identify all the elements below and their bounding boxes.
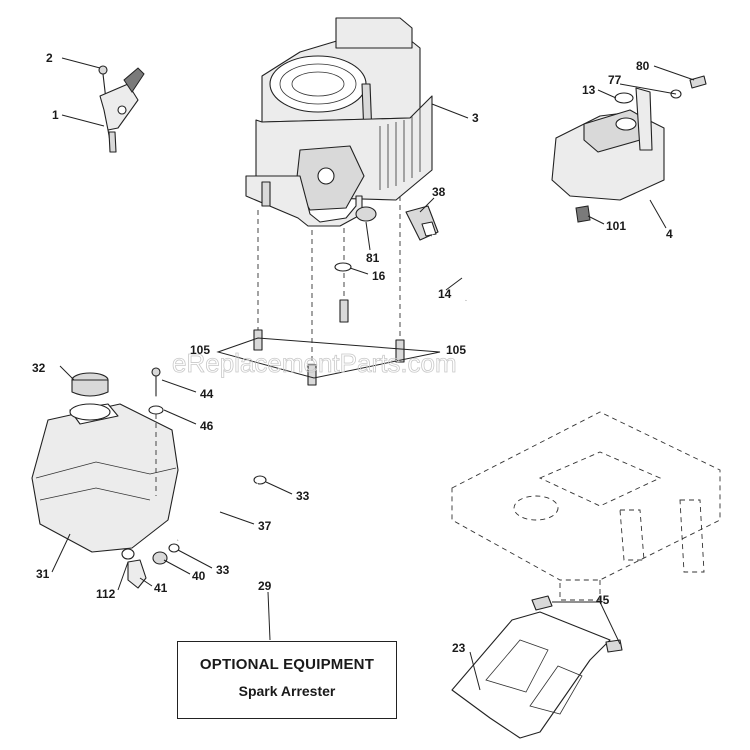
part-label-16: 16: [372, 269, 386, 283]
optional-equipment-title: OPTIONAL EQUIPMENT: [199, 656, 375, 673]
part-label-33-lower: 33: [216, 563, 230, 577]
watermark-text: eReplacementParts.com: [172, 348, 457, 378]
part-label-112: 112: [96, 587, 116, 601]
part-label-14: 14: [438, 287, 452, 301]
muffler-part: [551, 75, 707, 223]
spark-arrester-label: Spark Arrester: [238, 683, 336, 699]
part-label-45: 45: [596, 593, 610, 607]
part-label-77: 77: [608, 73, 622, 87]
heat-shield-part: [451, 595, 623, 739]
engine-part: [245, 17, 433, 227]
part-label-38: 38: [432, 185, 446, 199]
part-number-labels: 2 1 3 80 77 13 4 101 38 81 16 14 105 105…: [32, 51, 673, 655]
part-label-37: 37: [258, 519, 272, 533]
part-label-81: 81: [366, 251, 380, 265]
part-label-4: 4: [666, 227, 673, 241]
part-label-33-upper: 33: [296, 489, 310, 503]
part-label-105-right: 105: [446, 343, 466, 357]
part-label-105-left: 105: [190, 343, 210, 357]
throttle-control-part: [98, 65, 145, 153]
engine-mount-bolts: [216, 299, 441, 386]
part-label-1: 1: [52, 108, 59, 122]
part-label-2: 2: [46, 51, 53, 65]
part-label-29: 29: [258, 579, 272, 593]
part-label-32: 32: [32, 361, 46, 375]
part-label-3: 3: [472, 111, 479, 125]
part-label-23: 23: [452, 641, 466, 655]
part-label-40: 40: [192, 569, 206, 583]
part-label-101: 101: [606, 219, 626, 233]
fuel-line-fittings: [121, 475, 267, 589]
part-label-41: 41: [154, 581, 168, 595]
part-label-46: 46: [200, 419, 214, 433]
fuel-tank-part: [31, 367, 179, 553]
optional-equipment-box: OPTIONAL EQUIPMENT Spark Arrester: [177, 641, 397, 719]
part-label-31: 31: [36, 567, 50, 581]
part-label-80: 80: [636, 59, 650, 73]
part-label-44: 44: [200, 387, 214, 401]
tractor-frame: [451, 411, 721, 601]
part-label-13: 13: [582, 83, 596, 97]
leader-lines: [51, 57, 695, 691]
fuel-line-parts: [334, 205, 469, 301]
